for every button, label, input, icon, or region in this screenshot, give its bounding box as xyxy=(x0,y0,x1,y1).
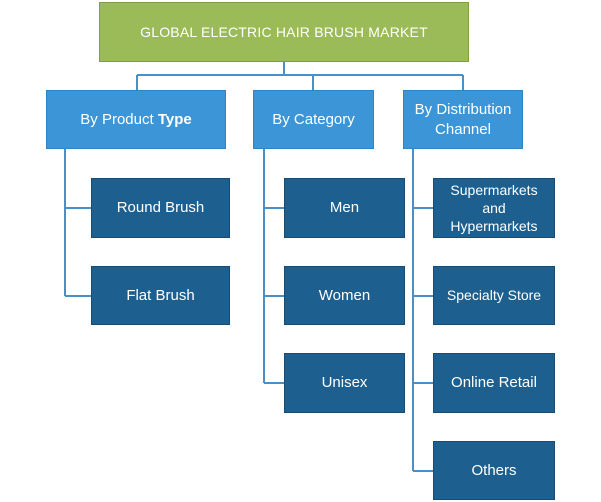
leaf-label: Women xyxy=(318,286,371,304)
category-by-category: By Category xyxy=(253,90,374,149)
leaf-label: Round Brush xyxy=(116,199,205,217)
leaf-label: Supermarkets and Hypermarkets xyxy=(450,181,538,235)
leaf-women: Women xyxy=(284,266,405,325)
leaf-label: Online Retail xyxy=(451,374,537,392)
root-label: GLOBAL ELECTRIC HAIR BRUSH MARKET xyxy=(140,23,428,40)
leaf-label: Men xyxy=(329,199,360,217)
leaf-online-retail: Online Retail xyxy=(433,353,555,413)
category-product-type: By Product Type xyxy=(46,90,226,149)
category-distribution-channel: By Distribution Channel xyxy=(403,90,523,149)
leaf-label: Specialty Store xyxy=(446,287,542,304)
leaf-men: Men xyxy=(284,178,405,238)
leaf-label: Flat Brush xyxy=(126,286,195,304)
leaf-flat-brush: Flat Brush xyxy=(91,266,230,325)
leaf-label: Others xyxy=(471,461,517,479)
leaf-supermarkets-hypermarkets: Supermarkets and Hypermarkets xyxy=(433,178,555,238)
leaf-round-brush: Round Brush xyxy=(91,178,230,238)
leaf-specialty-store: Specialty Store xyxy=(433,266,555,325)
leaf-others: Others xyxy=(433,441,555,500)
leaf-label: Unisex xyxy=(321,374,368,392)
category-distribution-channel-label: By Distribution Channel xyxy=(414,101,512,138)
root-node: GLOBAL ELECTRIC HAIR BRUSH MARKET xyxy=(99,2,469,62)
leaf-unisex: Unisex xyxy=(284,353,405,413)
category-product-type-label: By Product Type xyxy=(80,110,192,128)
category-by-category-label: By Category xyxy=(272,110,355,128)
